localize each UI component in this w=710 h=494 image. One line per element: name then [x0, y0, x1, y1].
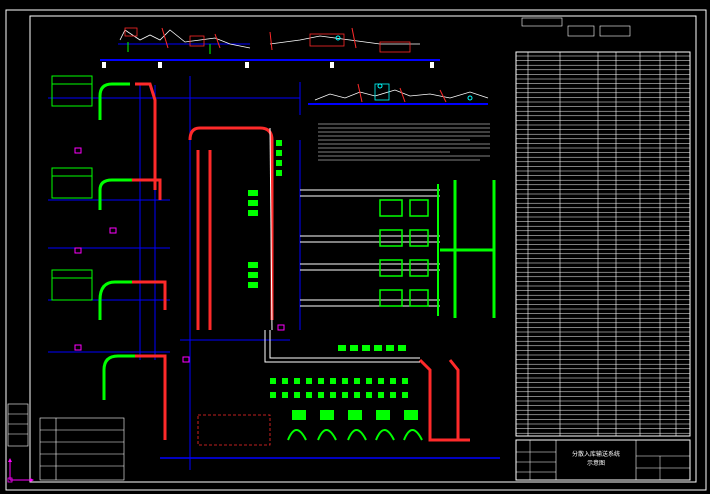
process-units [379, 180, 496, 318]
revision-table [7, 403, 125, 481]
white-conveyor-routes [264, 127, 440, 363]
drawing-title-line-1: 分散入库输送系统 [572, 450, 620, 458]
drawing-title-line-2: 示意图 [587, 459, 605, 467]
header-tag [521, 17, 631, 37]
green-pipework [98, 82, 135, 400]
parts-list-table [515, 51, 691, 437]
side-elevation-strip [308, 83, 489, 105]
notes-hatching [318, 123, 490, 161]
top-elevation-strip [100, 27, 440, 68]
equipment-blocks [248, 140, 282, 288]
node-markers [74, 35, 473, 363]
red-conveyor-routes [132, 82, 470, 442]
storage-silos [51, 75, 93, 301]
outer-frame [5, 9, 707, 491]
inner-frame [29, 15, 697, 483]
bottom-unit-row [197, 345, 423, 446]
ucs-axis-icon [7, 458, 34, 483]
plan-blue-lines [48, 76, 301, 470]
title-block: 分散入库输送系统 示意图 [515, 439, 691, 481]
